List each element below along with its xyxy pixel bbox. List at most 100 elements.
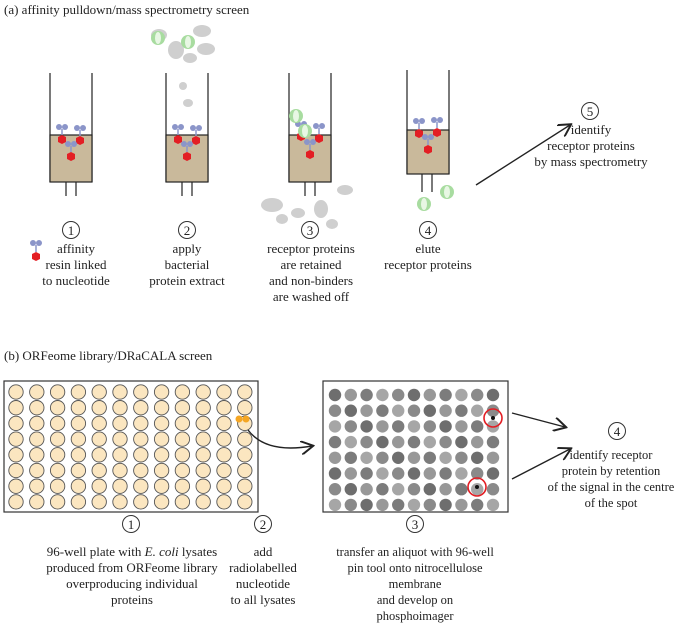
membrane-spot [471, 388, 484, 402]
membrane-spot [344, 467, 357, 480]
membrane-spot [455, 435, 468, 449]
plate-well [174, 494, 191, 510]
curved-arrow [247, 429, 312, 448]
plate-well [8, 494, 24, 510]
plate-well [216, 400, 232, 416]
ligand-icon [172, 124, 184, 144]
plate-well [49, 415, 66, 432]
membrane-spot [328, 498, 342, 512]
membrane-spot [423, 467, 436, 480]
caption-a4: elute receptor proteins [384, 241, 472, 272]
plate-well [91, 462, 107, 479]
plate-well [112, 478, 128, 494]
membrane-spot [423, 388, 436, 402]
plate-well [195, 478, 211, 494]
membrane-spot [360, 467, 373, 480]
membrane-spot [328, 483, 342, 496]
column-4 [406, 70, 450, 192]
plate-well [49, 462, 66, 479]
ligand-icon [56, 124, 68, 144]
membrane-spot [471, 404, 484, 417]
membrane-spots [328, 388, 500, 512]
membrane-spot [471, 483, 484, 496]
membrane-spot [328, 404, 342, 417]
plate-well [195, 400, 211, 416]
nucleotide-dot [242, 415, 250, 423]
membrane-spot [360, 435, 373, 449]
membrane-spot [486, 467, 500, 480]
step-number-b2: 2 [254, 515, 272, 533]
plate-well [91, 384, 107, 400]
plate-well [8, 415, 24, 432]
plate-well [49, 478, 66, 494]
membrane-spot [471, 451, 484, 464]
plate-well [91, 431, 107, 447]
plate-well [174, 415, 191, 432]
membrane-spot [360, 451, 373, 464]
membrane-spot [471, 467, 484, 480]
plate-well [70, 415, 87, 432]
plate-well [174, 447, 191, 463]
membrane-spot [455, 467, 468, 480]
plate-well [112, 400, 128, 416]
plate-well [133, 494, 149, 510]
caption-a3: receptor proteins are retained and non-b… [267, 241, 355, 304]
ligand-icon [181, 141, 193, 161]
membrane-spot [439, 404, 452, 417]
membrane-spot [407, 404, 421, 417]
membrane-spot [376, 435, 389, 449]
plate-well [91, 494, 107, 510]
membrane-spot [376, 404, 389, 417]
membrane-spot [486, 498, 500, 512]
membrane-spot [360, 420, 373, 433]
plate-well [195, 494, 211, 510]
plate-well [29, 384, 45, 400]
membrane-spot [471, 420, 484, 433]
membrane-spot [455, 420, 468, 433]
plate-well [153, 400, 170, 416]
membrane-spot [486, 483, 500, 496]
caption-a2: apply bacterial protein extract [149, 241, 225, 288]
ligand-icon [65, 141, 77, 161]
membrane-spot [471, 498, 484, 512]
plate-well [49, 431, 66, 447]
membrane-spot [407, 467, 421, 480]
plate-well [70, 447, 87, 463]
membrane-spot [407, 483, 421, 496]
plate-well [153, 415, 170, 432]
membrane-spot [439, 483, 452, 496]
plate-well [237, 447, 253, 463]
plate-well [174, 384, 191, 400]
membrane-spot [455, 483, 468, 496]
membrane-spot [455, 388, 468, 402]
membrane-spot [423, 498, 436, 512]
membrane-spot [486, 388, 500, 402]
plate-well [133, 431, 149, 447]
membrane-spot [423, 451, 436, 464]
membrane-spot [376, 483, 389, 496]
plate-well [112, 447, 128, 463]
membrane-spot [392, 435, 405, 449]
plate-well [91, 400, 107, 416]
step-number-a4: 4 [419, 221, 437, 239]
panel-b-title: (b) ORFeome library/DRaCALA screen [4, 348, 213, 363]
membrane-spot [328, 435, 342, 449]
arrow-to-identify [511, 449, 570, 480]
membrane-spot [392, 498, 405, 512]
step-number-a5: 5 [581, 102, 599, 120]
membrane-spot [486, 435, 500, 449]
membrane-spot [471, 435, 484, 449]
plate-well [216, 384, 232, 400]
plate-well [91, 415, 107, 432]
plate-well [153, 384, 170, 400]
plate-well [133, 478, 149, 494]
plate-well [237, 494, 253, 510]
plate-well [70, 478, 87, 494]
ligand-icon [304, 139, 316, 159]
membrane-spot [376, 388, 389, 402]
plate-well [8, 431, 24, 447]
membrane-spot [360, 388, 373, 402]
membrane-spot [423, 404, 436, 417]
membrane-spot [455, 451, 468, 464]
